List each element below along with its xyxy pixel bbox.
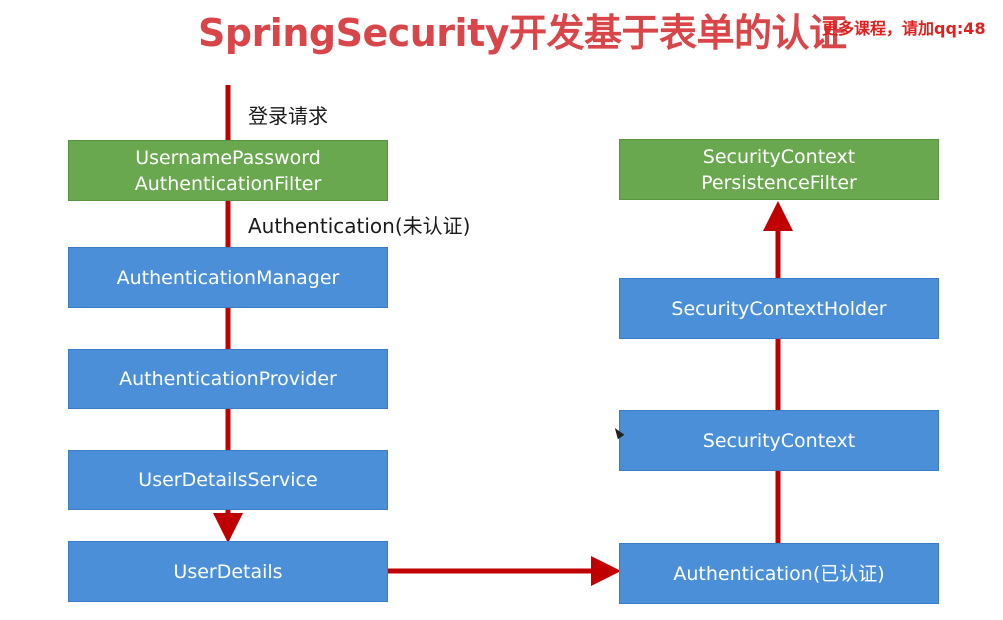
user-details-service-box: UserDetailsService bbox=[68, 450, 388, 510]
watermark-text: 更多课程，请加qq:48 bbox=[822, 19, 986, 38]
username-password-authentication-filter-box: UsernamePassword AuthenticationFilter bbox=[68, 140, 388, 201]
box-label-line1: SecurityContext bbox=[702, 145, 856, 168]
box-label: SecurityContext bbox=[702, 429, 856, 452]
box-label: AuthenticationProvider bbox=[119, 368, 337, 390]
box-label: UserDetailsService bbox=[138, 469, 318, 491]
page-title: SpringSecurity开发基于表单的认证 bbox=[198, 11, 847, 55]
box-label-line2: AuthenticationFilter bbox=[134, 172, 322, 195]
box-label: Authentication(已认证) bbox=[673, 562, 885, 585]
box-label: UserDetails bbox=[173, 560, 283, 583]
authentication-provider-box: AuthenticationProvider bbox=[68, 349, 388, 409]
unauthenticated-label: Authentication(未认证) bbox=[248, 214, 471, 238]
user-details-box: UserDetails bbox=[68, 541, 388, 602]
box-label: AuthenticationManager bbox=[116, 266, 340, 289]
authenticated-authentication-box: Authentication(已认证) bbox=[619, 543, 939, 604]
security-context-holder-box: SecurityContextHolder bbox=[619, 278, 939, 339]
security-context-box: SecurityContext bbox=[619, 410, 939, 471]
security-context-persistence-filter-box: SecurityContext PersistenceFilter bbox=[619, 139, 939, 200]
box-label-line1: UsernamePassword bbox=[135, 146, 321, 169]
box-label: SecurityContextHolder bbox=[671, 297, 887, 320]
login-request-label: 登录请求 bbox=[248, 104, 328, 128]
authentication-manager-box: AuthenticationManager bbox=[68, 247, 388, 308]
box-label-line2: PersistenceFilter bbox=[701, 171, 857, 194]
